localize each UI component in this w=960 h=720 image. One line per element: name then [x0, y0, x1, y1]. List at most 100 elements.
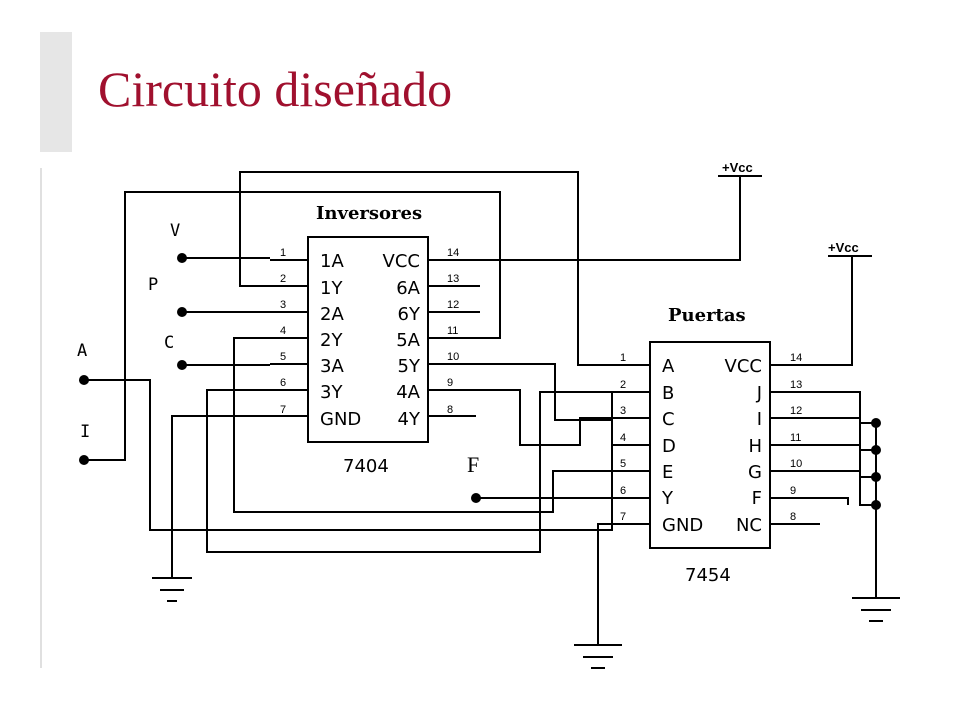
chip-7454: Puertas 7454 A B C D E Y GND VCC J I H G… [620, 305, 802, 586]
input-label-v: V [170, 221, 180, 241]
chip2-pin-number: 13 [790, 379, 802, 391]
chip2-pin-label: NC [736, 515, 762, 536]
chip1-pin-label: 5A [396, 330, 420, 351]
chip1-pin-number: 3 [280, 299, 286, 311]
chip1-pin-number: 1 [280, 247, 286, 259]
chip1-pin-label: 1A [320, 251, 344, 272]
chip2-pin-label: A [662, 356, 675, 377]
wire-3y-to-b [206, 389, 612, 553]
chip-7454-title: Puertas [668, 305, 746, 326]
chip2-pin-label: Y [661, 488, 674, 509]
chip1-pin-label: 4A [396, 382, 420, 403]
chip1-pin-number: 13 [447, 273, 459, 285]
chip1-pin-number: 4 [280, 325, 286, 337]
wire-1y-to-a [239, 171, 612, 366]
input-label-a: A [77, 341, 87, 361]
chip1-pin-label: 1Y [320, 278, 343, 299]
chip1-pin-label: 6Y [398, 304, 421, 325]
chip1-pin-number: 6 [280, 377, 286, 389]
chip-7404-name: 7404 [343, 456, 389, 477]
wire-5y-to-d [476, 363, 613, 445]
chip2-pin-label: D [662, 436, 676, 457]
left-divider [40, 168, 42, 668]
chip2-pin-number: 10 [790, 458, 802, 470]
chip1-pin-label: 3A [320, 356, 344, 377]
chip1-pin-label: 2A [320, 304, 344, 325]
chip1-pin-label: 6A [396, 278, 420, 299]
chip1-pin-stubs [270, 259, 480, 417]
wire-gnd-7454 [597, 523, 612, 645]
chip1-pin-number: 14 [447, 247, 459, 259]
chip2-pin-number: 11 [790, 432, 801, 444]
chip2-pin-number: 7 [620, 511, 626, 523]
chip2-pin-number: 1 [620, 352, 626, 364]
chip2-pin-label: J [756, 383, 762, 404]
wire-unused-to-gnd [812, 497, 849, 505]
chip1-pin-label: GND [320, 409, 361, 430]
title-accent-bar [40, 32, 72, 152]
input-terminal-dot [79, 375, 89, 385]
vcc-label: +Vcc [722, 160, 753, 175]
wire-vcc-7454 [812, 256, 853, 366]
chip2-pin-number: 8 [790, 511, 796, 523]
chip2-pin-label: B [662, 383, 674, 404]
chip2-pin-label: H [748, 436, 762, 457]
chip1-pin-number: 11 [447, 325, 458, 337]
chip1-pin-label: 4Y [398, 409, 421, 430]
chip-7454-name: 7454 [685, 565, 731, 586]
chip-7404: Inversores 7404 1A 1Y 2A 2Y 3A 3Y GND VC… [280, 203, 459, 477]
wire-vcc-7404 [476, 176, 741, 261]
chip2-pin-label: E [662, 462, 673, 483]
slide-title: Circuito diseñado [98, 61, 453, 117]
junction-dot [871, 472, 881, 482]
chip2-pin-number: 2 [620, 379, 626, 391]
vcc-bar [718, 175, 872, 257]
junction-dot [871, 500, 881, 510]
chip2-pin-label: C [662, 409, 675, 430]
input-label-i: I [80, 422, 90, 442]
chip1-pin-number: 8 [447, 404, 453, 416]
chip1-pin-label: 2Y [320, 330, 343, 351]
junction-dot [871, 445, 881, 455]
output-terminal-dot [471, 493, 481, 503]
chip1-pin-label: 3Y [320, 382, 343, 403]
chip2-pin-number: 3 [620, 405, 626, 417]
chip2-pin-number: 14 [790, 352, 802, 364]
chip2-pin-label: GND [662, 515, 703, 536]
input-terminal-dot [177, 253, 187, 263]
input-label-c: C [164, 333, 174, 353]
wire-gnd-7404 [171, 415, 270, 578]
wire-a [84, 379, 613, 531]
chip-7404-title: Inversores [316, 203, 422, 224]
chip2-pin-label: I [757, 409, 762, 430]
ground-icon [152, 577, 192, 602]
chip1-pin-number: 12 [447, 299, 459, 311]
chip-7404-body [307, 236, 429, 443]
chip1-pin-label: VCC [383, 251, 420, 272]
chip1-pin-label: 5Y [398, 356, 421, 377]
chip1-pin-number: 7 [280, 404, 286, 416]
chip2-pin-number: 4 [620, 432, 626, 444]
chip1-pin-number: 2 [280, 273, 286, 285]
chip2-pin-number: 6 [620, 485, 626, 497]
wire-i [84, 191, 501, 461]
output-label-f: F [467, 452, 479, 477]
wire-unused-to-gnd [812, 391, 877, 598]
input-terminal-dot [177, 307, 187, 317]
input-terminal-dot [177, 360, 187, 370]
chip2-pin-label: VCC [725, 356, 762, 377]
chip2-pin-number: 9 [790, 485, 796, 497]
chip2-pin-number: 5 [620, 458, 626, 470]
junction-dot [871, 418, 881, 428]
wire-2y-to-e [233, 337, 612, 513]
chip2-pin-stubs [612, 364, 820, 525]
input-terminal-dot [79, 455, 89, 465]
input-label-p: P [148, 275, 158, 295]
chip1-pin-number: 9 [447, 377, 453, 389]
chip2-pin-label: F [752, 488, 762, 509]
chip2-pin-number: 12 [790, 405, 802, 417]
wire-4y-to-c [476, 389, 612, 446]
chip1-pin-number: 10 [447, 351, 459, 363]
vcc-label: +Vcc [828, 240, 859, 255]
